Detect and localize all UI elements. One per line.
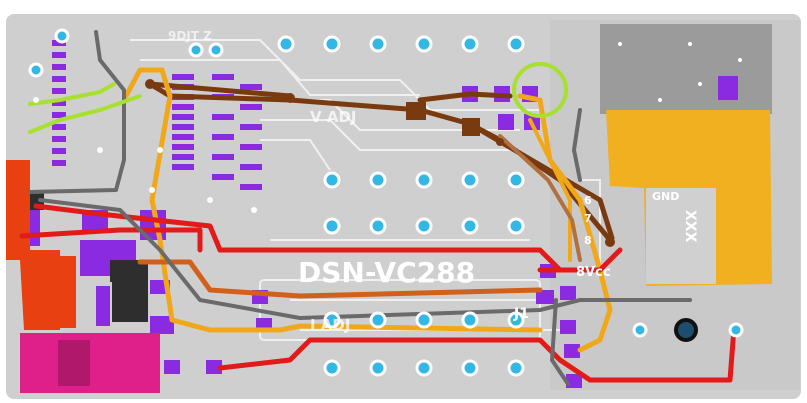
vadj-label: V ADJ xyxy=(310,108,356,126)
connector-block xyxy=(646,188,716,284)
iadj-label: I ADJ xyxy=(310,316,350,334)
copper-fill-redorange xyxy=(24,256,76,328)
xxx-label: XXX xyxy=(682,210,698,243)
vias xyxy=(145,79,615,247)
pin-6-label: 6 xyxy=(584,194,592,207)
top-faint-label: 9DJT Z xyxy=(168,29,212,43)
pin-8-label: 8 xyxy=(584,234,592,247)
j1-label: J1 xyxy=(513,306,529,322)
dc-jack-body xyxy=(58,340,90,386)
board-name-label: DSN-VC288 xyxy=(298,256,475,289)
test-point-black xyxy=(674,318,698,342)
gnd-label: GND xyxy=(652,190,679,203)
small-vias xyxy=(33,42,742,213)
pin-7-label: 7 xyxy=(584,212,592,225)
vcc-label: 8Vcc xyxy=(576,265,611,280)
through-holes xyxy=(28,28,744,377)
traces xyxy=(19,30,737,386)
green-circle-highlight xyxy=(512,62,568,118)
